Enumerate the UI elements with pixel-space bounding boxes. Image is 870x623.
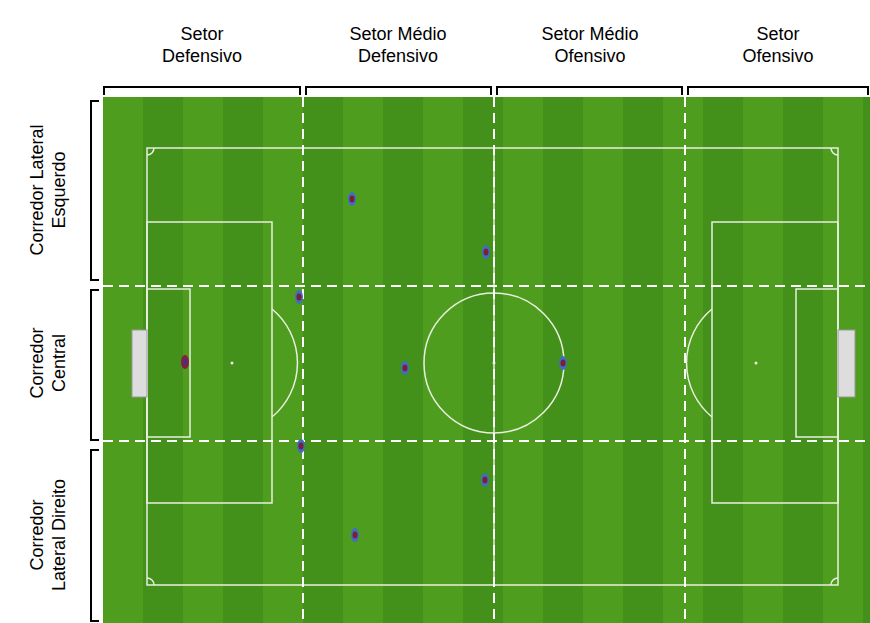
player-marker: [401, 361, 409, 375]
corridor-label: Corredor Central: [26, 313, 70, 413]
player-marker: [295, 290, 303, 304]
player-marker: [299, 443, 304, 450]
player-marker: [484, 249, 489, 256]
bracket: [91, 87, 868, 621]
sector-label: Setor Médio Ofensivo: [535, 23, 645, 67]
players: [181, 355, 189, 369]
pitch-ground: [103, 97, 870, 623]
player-marker: [297, 439, 305, 453]
player-marker: [403, 365, 408, 372]
player-marker: [353, 532, 358, 539]
corridor-label: Corredor Lateral Esquerdo: [26, 120, 70, 260]
player-marker: [348, 192, 356, 206]
sector-label: Setor Defensivo: [147, 23, 257, 67]
player-marker: [561, 360, 566, 367]
players: [295, 192, 567, 542]
zone-lines: [103, 97, 870, 623]
corridor-label: Corredor Lateral Direito: [26, 475, 70, 595]
pitch-markings: [147, 148, 838, 585]
player-marker: [350, 196, 355, 203]
player-marker: [559, 356, 567, 370]
player-marker: [351, 528, 359, 542]
player-marker: [297, 294, 302, 301]
player-marker: [483, 477, 488, 484]
player-marker: [481, 473, 489, 487]
sector-label: Setor Médio Defensivo: [343, 23, 453, 67]
player-marker: [482, 245, 490, 259]
sector-label: Setor Ofensivo: [723, 23, 833, 67]
